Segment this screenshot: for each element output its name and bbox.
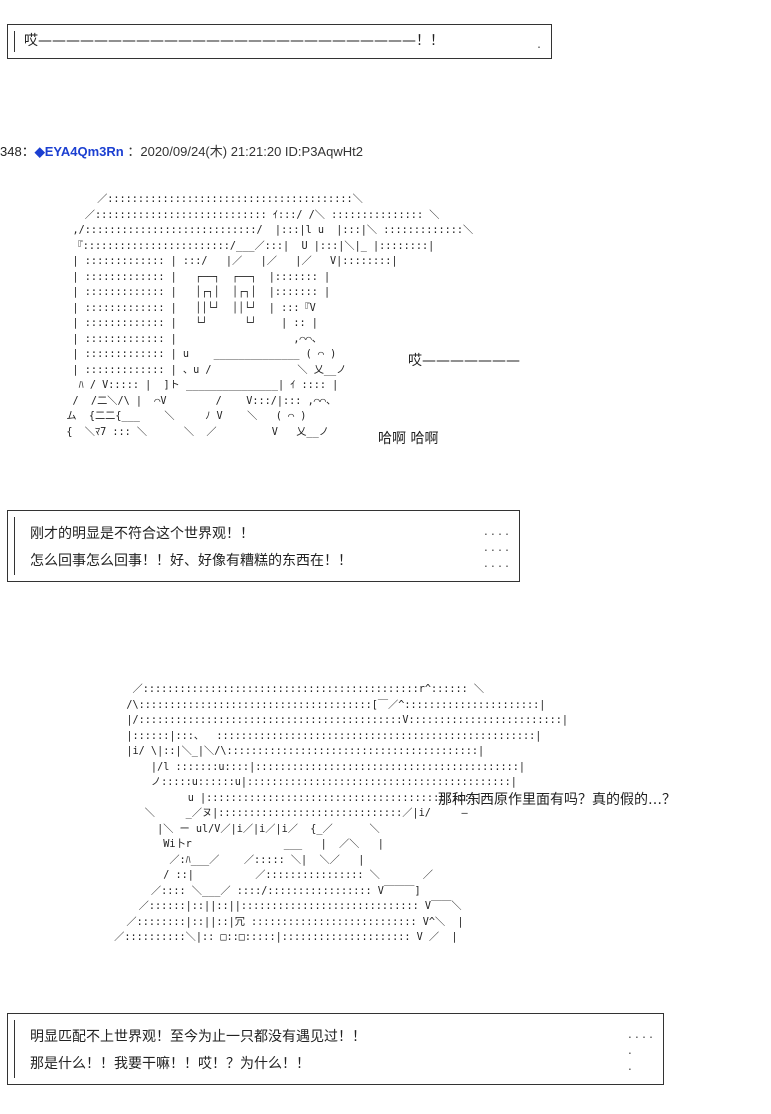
box-border-line <box>14 1020 15 1078</box>
side-text-pant: 哈啊 哈啊 <box>378 431 439 447</box>
dialogue-box-3: 明显匹配不上世界观！至今为止一只都没有遇见过！！ 那是什么！！我要干嘛！！哎！？… <box>7 1013 664 1085</box>
box-dots: .... .... .... <box>482 527 511 570</box>
box-border-line <box>14 517 15 575</box>
box-dots: . <box>535 40 543 51</box>
dialogue-line: 那是什么！！我要干嘛！！哎！？为什么！！ <box>30 1056 310 1072</box>
dialogue-line: 明显匹配不上世界观！至今为止一只都没有遇见过！！ <box>30 1029 366 1045</box>
post-number: 348 <box>0 144 22 159</box>
diamond-icon: ◆ <box>34 144 45 159</box>
post-id[interactable]: ID:P3AqwHt2 <box>284 144 363 159</box>
ascii-art-2: ／:::::::::::::::::::::::::::::::::::::::… <box>114 684 569 943</box>
post-sep: ： <box>21 144 35 159</box>
dialogue-box-1: 哎———————————————————————————！！ . <box>7 24 552 59</box>
side-text-question: 那种东西原作里面有吗？真的假的…？ <box>438 792 676 808</box>
post-datetime: 2020/09/24(木) 21:21:20 <box>140 144 282 159</box>
dialogue-box-2: 刚才的明显是不符合这个世界观！！ 怎么回事怎么回事！！好、好像有糟糕的东西在！！… <box>7 510 520 582</box>
dialogue-line: 怎么回事怎么回事！！好、好像有糟糕的东西在！！ <box>30 553 352 569</box>
box-border-line <box>14 31 15 52</box>
post-header: 348：◆EYA4Qm3Rn ：2020/09/24(木) 21:21:20 I… <box>0 141 363 160</box>
post-colon: ： <box>127 144 141 159</box>
box-dots: .... . . <box>626 1030 655 1073</box>
poster-name[interactable]: EYA4Qm3Rn <box>44 144 124 159</box>
dialogue-line: 刚才的明显是不符合这个世界观！！ <box>30 526 254 542</box>
ascii-art-1: ／:::::::::::::::::::::::::::::::::::::::… <box>66 194 474 438</box>
dialogue-line: 哎———————————————————————————！！ <box>24 33 444 49</box>
side-text-ah: 哎——————— <box>408 353 520 369</box>
